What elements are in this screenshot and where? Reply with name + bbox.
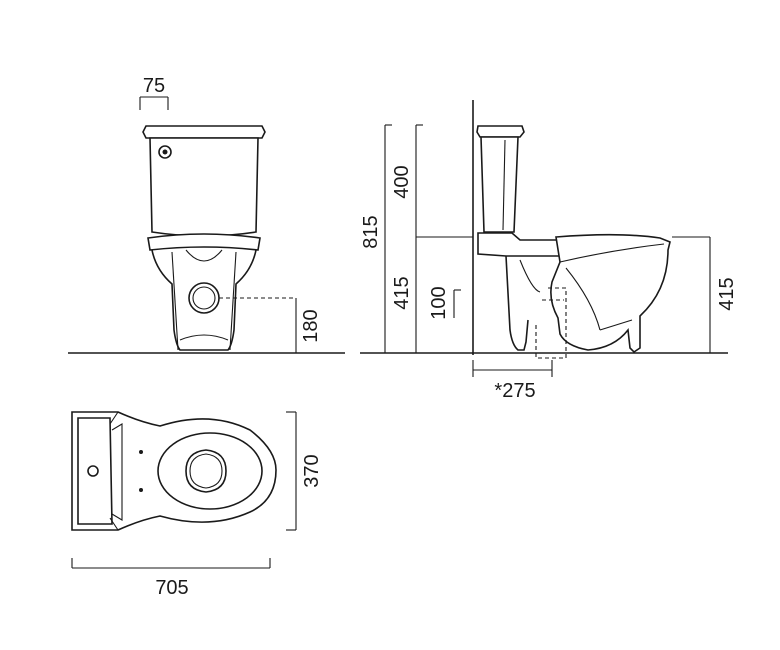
dim-front-flush-offset: 75 xyxy=(139,75,169,110)
dim-top-width: 370 xyxy=(286,411,323,531)
side-bowl xyxy=(550,233,671,354)
dim-label-100: 100 xyxy=(428,286,450,319)
front-seat xyxy=(147,233,261,251)
dim-label-400: 400 xyxy=(391,165,413,198)
dim-label-415-left: 415 xyxy=(391,276,413,309)
side-outlet-dashed xyxy=(535,287,567,359)
dim-side-cistern-and-pan: 400 415 xyxy=(391,124,473,353)
dim-side-outlet-distance: *275 xyxy=(472,360,553,402)
top-cistern xyxy=(77,417,113,525)
front-pan xyxy=(151,249,257,351)
front-cistern-lid xyxy=(142,125,266,139)
side-connector xyxy=(477,232,561,257)
dim-side-pan-height-right: 415 xyxy=(672,236,738,353)
front-view: 75 180 xyxy=(68,75,345,354)
top-flush-hole xyxy=(87,465,99,477)
top-bowl-rim xyxy=(157,432,263,510)
side-view: 815 400 415 100 xyxy=(360,100,738,402)
dim-label-275: *275 xyxy=(494,380,535,402)
side-cistern-body xyxy=(480,136,519,233)
flush-button-icon xyxy=(158,145,172,159)
top-outline xyxy=(71,411,277,531)
top-view: 370 705 xyxy=(71,411,323,599)
dim-label-180: 180 xyxy=(300,309,322,342)
side-pedestal xyxy=(505,255,529,351)
side-cistern-lid xyxy=(476,125,525,138)
dim-label-705: 705 xyxy=(155,577,188,599)
dim-side-outlet-height: 100 xyxy=(428,286,461,320)
dim-top-length: 705 xyxy=(71,558,271,599)
dim-label-370: 370 xyxy=(301,454,323,487)
dim-side-total-height: 815 xyxy=(360,124,392,353)
dim-label-415-right: 415 xyxy=(716,277,738,310)
top-bowl-inner xyxy=(185,449,227,493)
dim-label-815: 815 xyxy=(360,215,382,248)
dim-label-75: 75 xyxy=(143,75,165,97)
dim-front-outlet-height: 180 xyxy=(295,298,322,353)
